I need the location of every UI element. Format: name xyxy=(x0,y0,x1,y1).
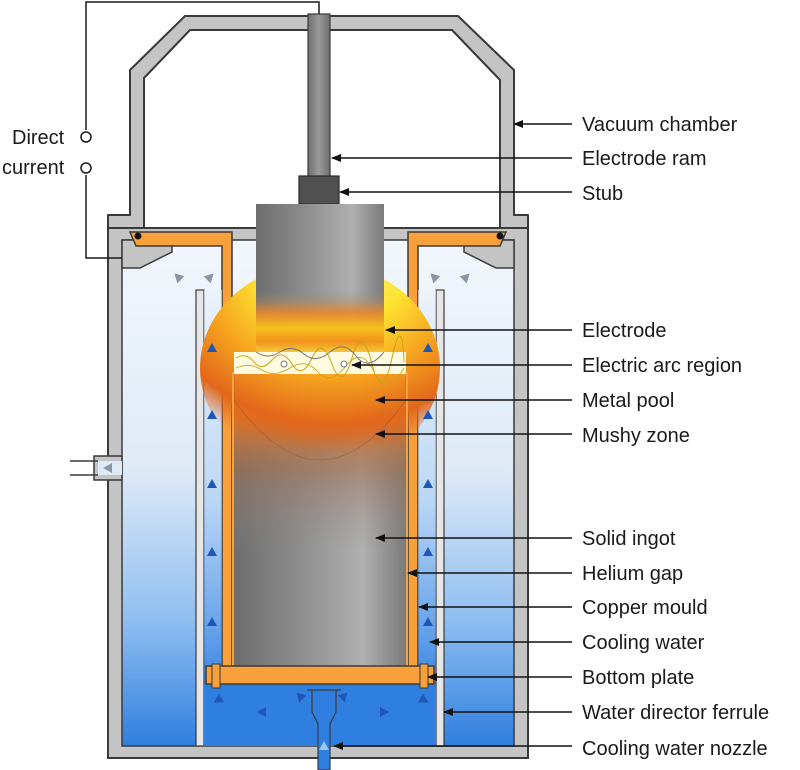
flow-arrow-diag-left xyxy=(203,273,214,284)
electrode-label: Electrode xyxy=(582,320,667,342)
flow-arrow-bottom xyxy=(418,693,429,703)
flow-arrow-up-left xyxy=(207,479,217,488)
bottom-plate-label: Bottom plate xyxy=(582,667,694,689)
stub-label: Stub xyxy=(582,183,623,205)
flow-arrow-up-left xyxy=(207,343,217,352)
cooling-water-label: Cooling water xyxy=(582,632,705,654)
flow-arrow-nozzle xyxy=(319,741,329,750)
cooling-water-nozzle-label: Cooling water nozzle xyxy=(582,738,768,760)
helium-gap-label: Helium gap xyxy=(582,563,683,585)
flow-arrow-up-right xyxy=(423,343,433,352)
flow-arrow-bottom xyxy=(213,693,224,703)
flow-arrow-up-left xyxy=(207,547,217,556)
flow-arrow-bottom xyxy=(380,707,389,717)
cooling-water-nozzle xyxy=(307,689,341,770)
flow-arrow-up-left xyxy=(207,410,217,419)
flow-arrow-diag-right xyxy=(459,273,470,284)
electric-arc-region xyxy=(234,335,406,385)
flow-arrow-bottom xyxy=(337,692,348,703)
solid-ingot-label: Solid ingot xyxy=(582,528,676,550)
flow-arrow-bottom xyxy=(296,692,307,703)
flow-arrow-up-right xyxy=(423,410,433,419)
direct-current-label-line1: Direct xyxy=(12,127,65,149)
flow-arrow-diag-left xyxy=(174,273,185,284)
copper-mould-label: Copper mould xyxy=(582,597,708,619)
direct-current-circuit xyxy=(80,1,320,259)
flow-arrow-up-right xyxy=(423,617,433,626)
flow-arrows xyxy=(103,273,470,750)
vacuum-chamber-label: Vacuum chamber xyxy=(582,114,738,136)
flow-arrow-up-right xyxy=(423,479,433,488)
metal-pool-label: Metal pool xyxy=(582,390,674,412)
flow-arrow-up-left xyxy=(207,617,217,626)
direct-current-label-line2: current xyxy=(2,157,65,179)
flow-arrow-diag-right xyxy=(430,273,441,284)
flow-arrow-up-right xyxy=(423,547,433,556)
water-director-ferrule-label: Water director ferrule xyxy=(582,702,769,724)
electric-arc-region-label: Electric arc region xyxy=(582,355,742,377)
flow-arrow-bottom xyxy=(257,707,266,717)
mushy-zone-label: Mushy zone xyxy=(582,425,690,447)
leader-lines xyxy=(331,120,572,750)
flow-arrow-outlet xyxy=(103,463,112,473)
electrode-ram-label: Electrode ram xyxy=(582,148,707,170)
